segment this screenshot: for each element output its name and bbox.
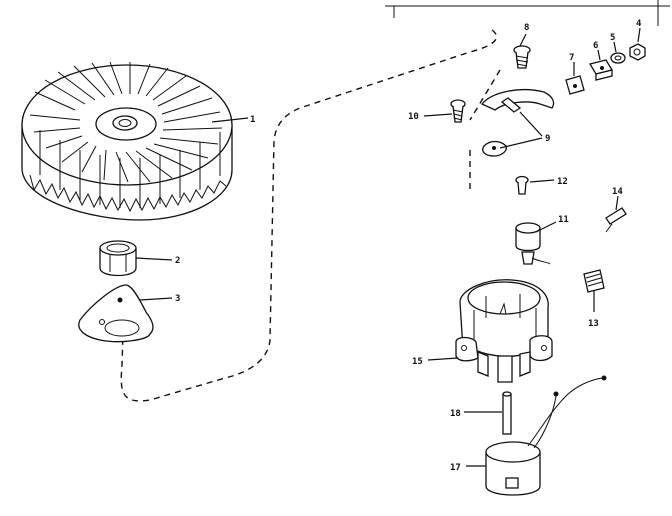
felt-pad-13	[583, 269, 605, 293]
breaker-housing	[455, 279, 553, 383]
callout-1: 1	[250, 115, 255, 125]
callout-10: 10	[408, 112, 419, 122]
callout-17: 17	[450, 463, 461, 473]
callout-2: 2	[175, 256, 180, 266]
nut-4	[629, 43, 646, 61]
callout-8: 8	[524, 23, 529, 33]
callout-9: 9	[545, 134, 550, 144]
screw-12	[515, 175, 529, 195]
callout-3: 3	[175, 294, 180, 304]
callout-14: 14	[612, 187, 623, 197]
flywheel	[21, 61, 233, 221]
screw-8	[513, 45, 531, 69]
callout-labels: 1 2 3 4 5 6 7 8 9 10 11 12 13 14 15 17 1…	[175, 19, 642, 473]
assembly-dashed-line	[120, 29, 498, 402]
contact-block-6	[588, 59, 614, 81]
bushing	[99, 240, 137, 277]
callout-15: 15	[412, 357, 423, 367]
assembly-dashed-line-lower	[469, 69, 501, 190]
callout-12: 12	[557, 177, 568, 187]
clip-14	[605, 207, 627, 233]
breaker-arm	[480, 89, 555, 157]
pin-18	[502, 391, 512, 435]
callout-11: 11	[558, 215, 569, 225]
frame-top-border	[385, 0, 670, 26]
insulator-7	[565, 75, 585, 95]
callout-6: 6	[593, 41, 598, 51]
condenser	[515, 222, 551, 265]
callout-4: 4	[636, 19, 642, 29]
screw-10	[450, 99, 466, 123]
washer-5	[610, 52, 626, 64]
callout-13: 13	[588, 319, 599, 329]
callout-7: 7	[569, 53, 574, 63]
leader-lines	[135, 27, 641, 467]
cam-plate	[78, 284, 154, 343]
callout-18: 18	[450, 409, 461, 419]
callout-5: 5	[610, 33, 615, 43]
ignition-coil	[485, 375, 607, 496]
